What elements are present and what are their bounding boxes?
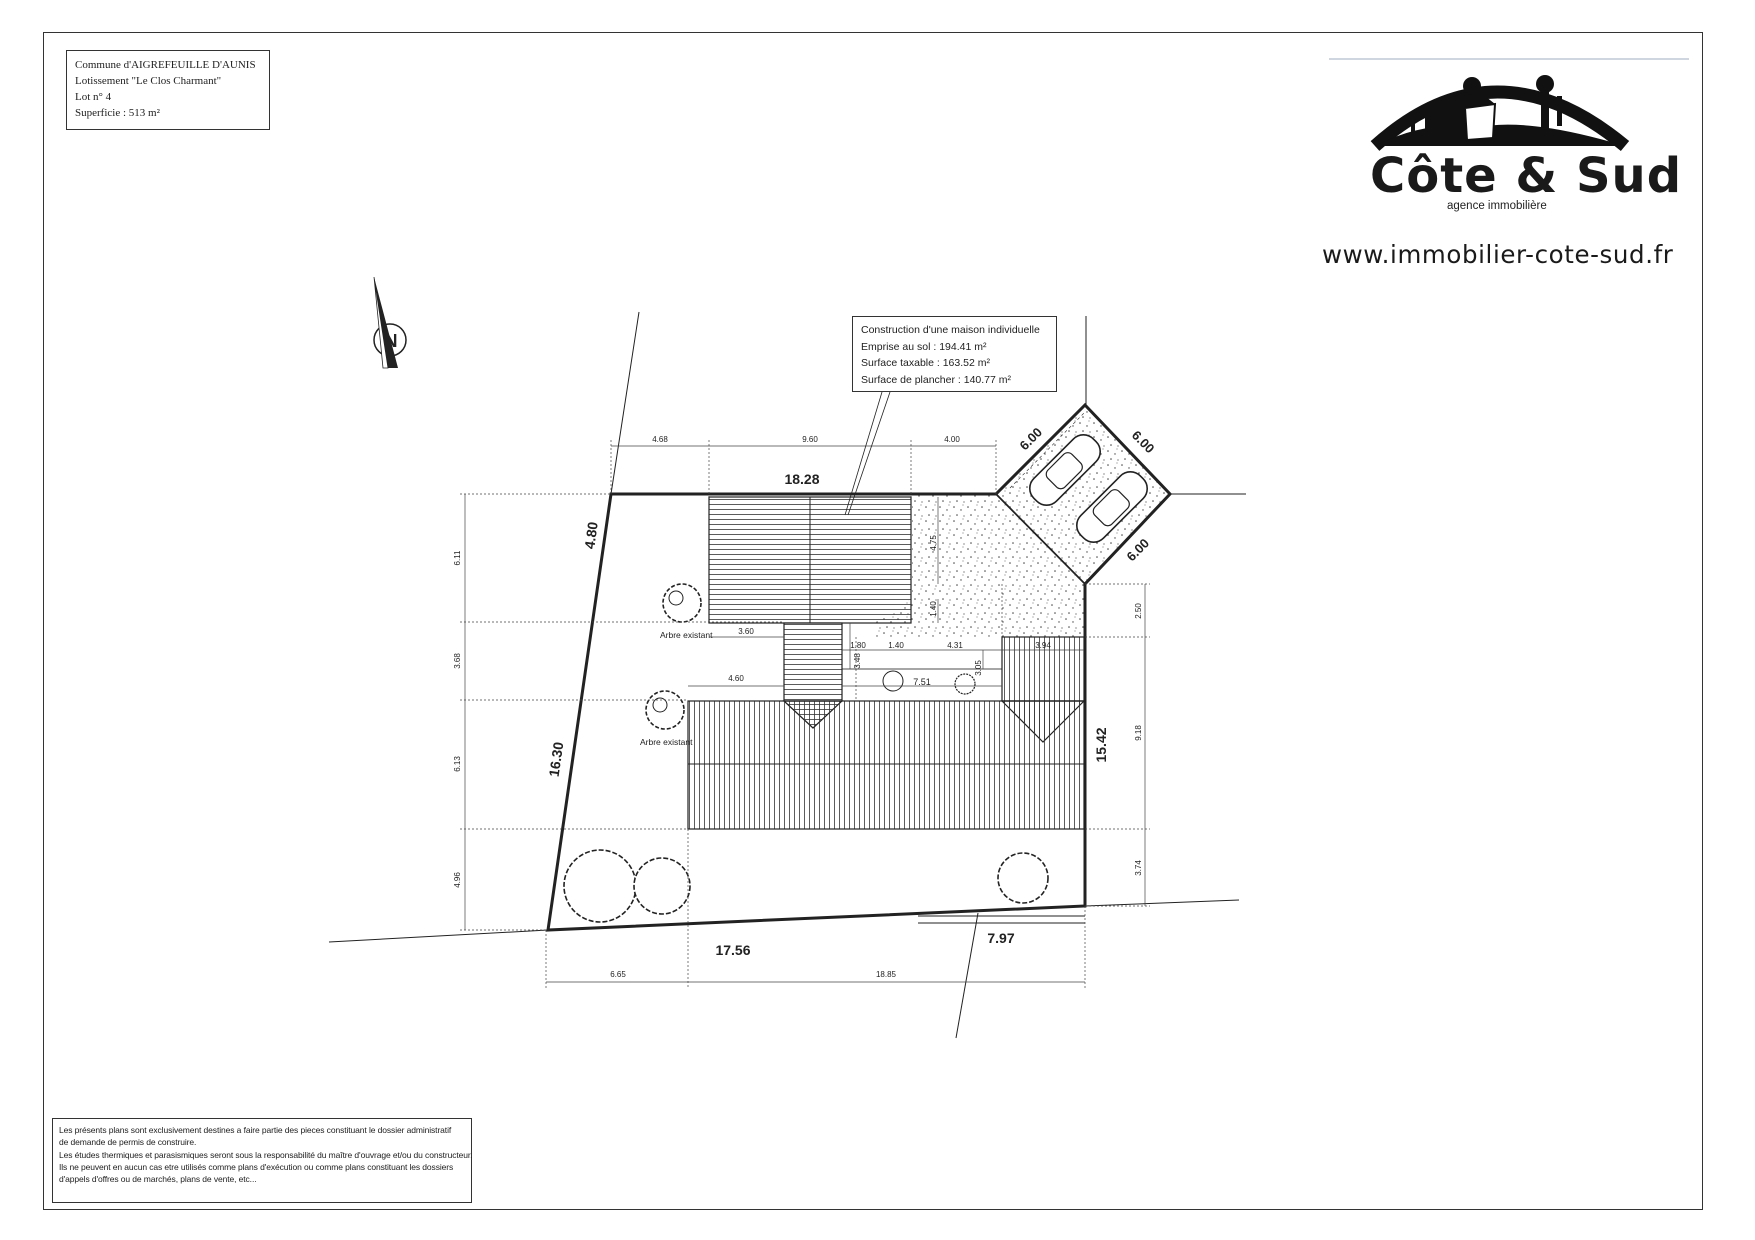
dim-right: 15.42 bbox=[1093, 727, 1109, 762]
agency-logo bbox=[1329, 58, 1689, 152]
surface-plancher-label: Surface de plancher : 140.77 m² bbox=[861, 373, 1012, 386]
dim-label: 3.48 bbox=[853, 653, 862, 669]
note-line: Les études thermiques et parasismiques s… bbox=[59, 1149, 473, 1160]
dim-bottom: 17.56 bbox=[715, 942, 750, 958]
dim-label: 2.50 bbox=[1134, 603, 1143, 619]
dim-label: 4.75 bbox=[929, 535, 938, 551]
dim-label: 6.13 bbox=[453, 756, 462, 772]
superficie-label: Superficie : 513 m² bbox=[75, 107, 160, 119]
car-icon bbox=[1028, 433, 1102, 507]
note-line: Ils ne peuvent en aucun cas etre utilisé… bbox=[59, 1161, 454, 1172]
logo-arc bbox=[1370, 85, 1630, 152]
dim-label: 18.85 bbox=[876, 970, 897, 979]
dim-label: 6.65 bbox=[610, 970, 626, 979]
emprise-label: Emprise au sol : 194.41 m² bbox=[861, 340, 987, 353]
shrub-icon bbox=[563, 670, 1049, 923]
dim-label: 4.00 bbox=[944, 435, 960, 444]
logo-tagline: agence immobilière bbox=[1447, 200, 1547, 212]
dim-label: 3.60 bbox=[738, 627, 754, 636]
dim-label: 3.74 bbox=[1134, 860, 1143, 876]
surface-taxable-label: Surface taxable : 163.52 m² bbox=[861, 357, 990, 369]
dim-label: 3.68 bbox=[453, 653, 462, 669]
dim-label: 9.18 bbox=[1134, 725, 1143, 741]
house-connector bbox=[783, 622, 843, 702]
dim-label: 4.31 bbox=[947, 641, 963, 650]
dim-left: 16.30 bbox=[546, 741, 567, 778]
dim-label: 1.80 bbox=[850, 641, 866, 650]
north-label: N bbox=[385, 331, 398, 351]
construction-info-box: Construction d'une maison individuelle E… bbox=[852, 316, 1057, 392]
logo-name: Côte & Sud bbox=[1370, 148, 1683, 204]
dim-label: 4.68 bbox=[652, 435, 668, 444]
car-icon bbox=[1075, 470, 1149, 544]
dim-top-left: 4.80 bbox=[581, 520, 601, 549]
dim-label: 1.40 bbox=[929, 601, 938, 617]
dim-label: 6.11 bbox=[453, 550, 462, 566]
dim-bottom-right: 7.97 bbox=[987, 930, 1014, 946]
sun-icon bbox=[1463, 77, 1481, 95]
lotissement-label: Lotissement "Le Clos Charmant" bbox=[75, 75, 222, 87]
note-line: de demande de permis de construire. bbox=[59, 1137, 197, 1148]
commune-label: Commune d'AIGREFEUILLE D'AUNIS bbox=[75, 59, 256, 71]
dim-label: 1.40 bbox=[888, 641, 904, 650]
dim-label: 4.96 bbox=[453, 872, 462, 888]
website-link[interactable]: www.immobilier-cote-sud.fr bbox=[1322, 240, 1674, 269]
dim-label: 3.05 bbox=[974, 660, 983, 676]
north-arrow-icon: N bbox=[373, 276, 407, 369]
plot-info-box: Commune d'AIGREFEUILLE D'AUNIS Lotisseme… bbox=[66, 50, 270, 130]
dim-label: 9.60 bbox=[802, 435, 818, 444]
construction-title: Construction d'une maison individuelle bbox=[861, 324, 1040, 336]
dim-label: 3.94 bbox=[1035, 641, 1051, 650]
drawing-frame bbox=[43, 32, 1703, 1210]
disclaimer-notes: Les présents plans sont exclusivement de… bbox=[52, 1118, 473, 1203]
tree-label: Arbre existant bbox=[660, 630, 713, 640]
existing-tree-icon bbox=[645, 690, 685, 730]
lot-number-label: Lot n° 4 bbox=[75, 91, 112, 103]
tree-label: Arbre existant bbox=[640, 737, 693, 747]
note-line: Les présents plans sont exclusivement de… bbox=[59, 1125, 452, 1135]
dim-label: 4.60 bbox=[728, 674, 744, 683]
dim-top: 18.28 bbox=[784, 471, 819, 487]
house-right-wing bbox=[1001, 636, 1085, 702]
dim-parking-top-right: 6.00 bbox=[1129, 428, 1158, 457]
wall-hatch bbox=[918, 915, 1085, 924]
note-line: d'appels d'offres ou de marchés, plans d… bbox=[59, 1174, 257, 1185]
house-main-block bbox=[687, 700, 1085, 830]
existing-tree-icon bbox=[662, 583, 702, 623]
plot-boundary bbox=[546, 402, 1173, 932]
dim-label: 7.51 bbox=[913, 677, 931, 687]
